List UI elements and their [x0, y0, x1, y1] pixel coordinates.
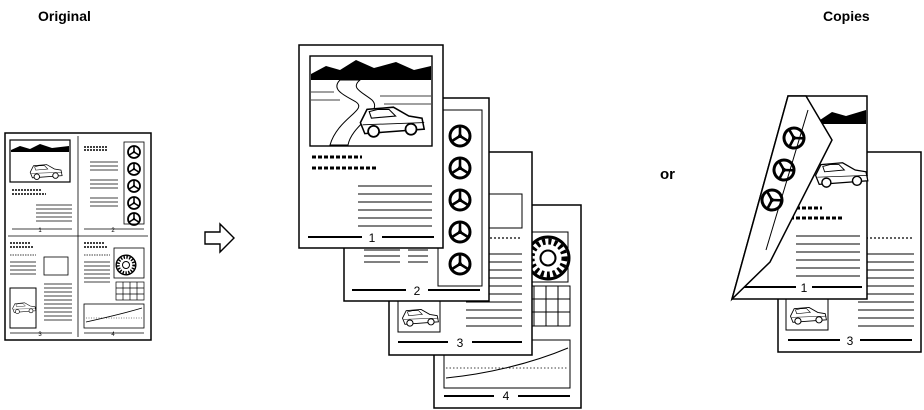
stack-page-1: 1 — [732, 96, 868, 299]
copy-page-number-2: 2 — [414, 284, 421, 298]
copy-page-number-3: 3 — [457, 336, 464, 350]
copy-page-number-4: 4 — [503, 389, 510, 403]
stack-page-number-1: 1 — [801, 281, 808, 295]
original-sheet: 1 2 3 — [5, 133, 151, 340]
stack-page-number-3: 3 — [847, 334, 854, 348]
copy-page-1: 1 — [299, 45, 443, 248]
copy-page-number-1: 1 — [369, 231, 376, 245]
outline-right-arrow-icon — [205, 224, 234, 252]
